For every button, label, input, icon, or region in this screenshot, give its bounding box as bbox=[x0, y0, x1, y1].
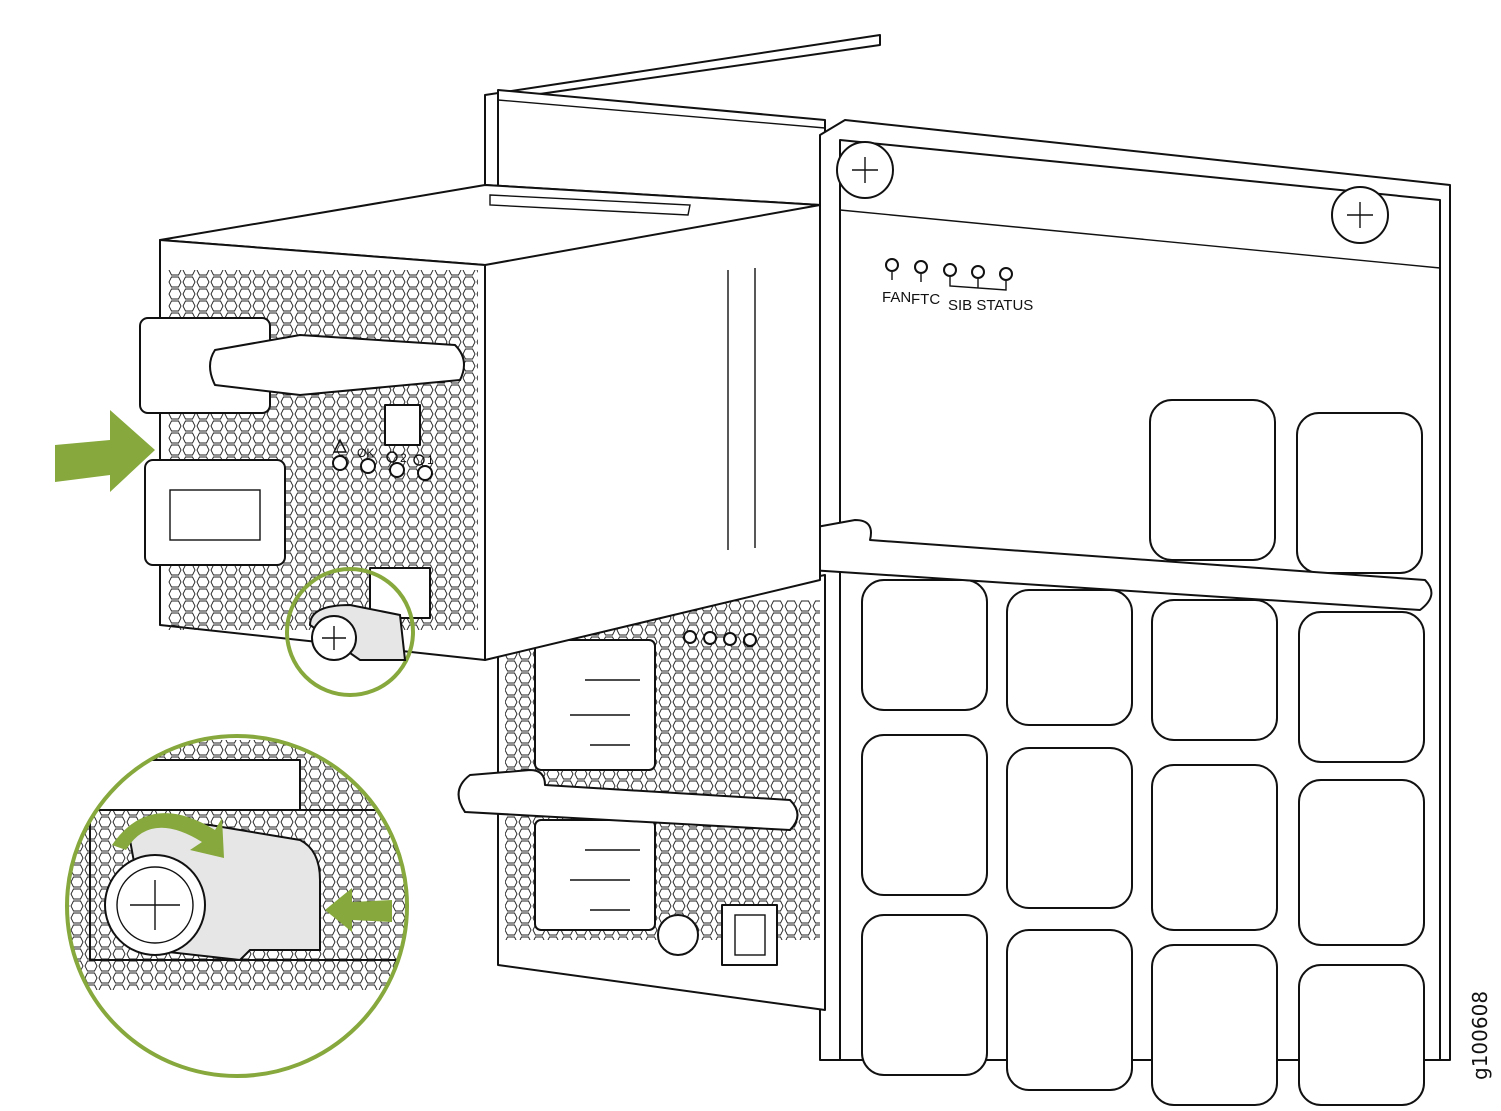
ok-label: OK bbox=[357, 446, 374, 460]
sib-led-icon bbox=[971, 265, 985, 279]
callout-ring bbox=[285, 567, 415, 697]
ok-led-icon bbox=[360, 458, 376, 474]
figure-id: g100608 bbox=[1468, 991, 1492, 1080]
installed-psu bbox=[457, 574, 826, 1011]
ac-inlet-icon bbox=[534, 639, 656, 771]
chassis-sib-panel: FAN FTC SIB STATUS bbox=[795, 119, 1451, 1106]
push-arrow-icon bbox=[325, 888, 392, 932]
psu-handle bbox=[457, 769, 799, 831]
fan-led-icon bbox=[885, 258, 899, 272]
ftc-label: FTC bbox=[911, 291, 940, 308]
ac-inlet-icon bbox=[144, 459, 286, 566]
sib-status-label: SIB STATUS bbox=[948, 297, 1033, 314]
psu-led-group: OK 2 1 bbox=[332, 438, 434, 481]
dip-switch-icon bbox=[384, 404, 421, 446]
sib-led-icon bbox=[943, 263, 957, 277]
psu-handle bbox=[209, 334, 465, 396]
vent-cutouts bbox=[861, 399, 1425, 1106]
input2-led-icon bbox=[389, 462, 405, 478]
ac-inlet-icon bbox=[534, 819, 656, 931]
psu-being-inserted: OK 2 1 bbox=[139, 184, 821, 697]
fault-led-icon bbox=[332, 455, 348, 471]
input-icon bbox=[413, 454, 425, 466]
insert-arrow-icon bbox=[55, 410, 155, 492]
detail-callout bbox=[65, 734, 409, 1078]
fan-label: FAN bbox=[882, 289, 911, 306]
rail-ladder bbox=[727, 268, 756, 550]
chassis-led-group: FAN FTC SIB STATUS bbox=[882, 258, 1033, 314]
input2-label: 2 bbox=[400, 451, 407, 465]
ftc-led-icon bbox=[914, 260, 928, 274]
input-icon bbox=[386, 451, 398, 463]
input1-label: 1 bbox=[427, 453, 434, 467]
power-switch-icon bbox=[721, 904, 778, 966]
sib-led-icon bbox=[999, 267, 1013, 281]
rotate-arrow-icon bbox=[112, 813, 224, 858]
psu-top-vent bbox=[489, 194, 691, 216]
warning-icon bbox=[332, 438, 348, 453]
input1-led-icon bbox=[417, 465, 433, 481]
